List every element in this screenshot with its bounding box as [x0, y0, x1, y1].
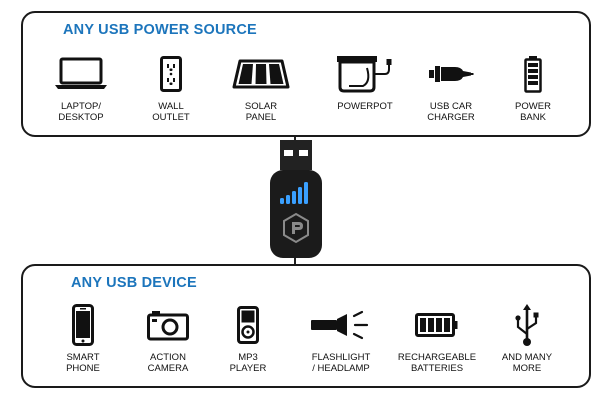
power-source-car-charger: USB CAR CHARGER — [401, 51, 501, 123]
power-source-wall-outlet: WALL OUTLET — [121, 51, 221, 123]
usb-charger-stick — [270, 140, 322, 258]
power-source-power-bank: POWER BANK — [483, 51, 583, 123]
mp3-player-icon — [237, 306, 259, 344]
usb-power-source-panel: ANY USB POWER SOURCE LAPTOP/ DESKTOP WAL… — [21, 11, 591, 137]
car-charger-icon — [429, 66, 474, 82]
device-smartphone: SMART PHONE — [33, 302, 133, 374]
device-action-camera: ACTION CAMERA — [118, 302, 218, 374]
power-source-laptop: LAPTOP/ DESKTOP — [31, 51, 131, 123]
power-bank-icon — [524, 56, 542, 93]
charge-indicator-bars — [280, 182, 308, 204]
wall-outlet-icon — [160, 56, 182, 92]
usb-device-panel: ANY USB DEVICE SMART PHONE ACTION CAMERA — [21, 264, 591, 388]
powerpot-icon — [337, 56, 392, 93]
device-rechargeable-batteries: RECHARGEABLE BATTERIES — [387, 302, 487, 374]
device-flashlight: FLASHLIGHT / HEADLAMP — [291, 302, 391, 374]
camera-icon — [147, 311, 189, 341]
usb-symbol-icon — [515, 304, 539, 346]
usb-device-title: ANY USB DEVICE — [71, 275, 197, 291]
device-and-many-more: AND MANY MORE — [477, 302, 577, 374]
laptop-icon — [55, 57, 107, 89]
solar-panel-icon — [232, 59, 290, 89]
power-source-title: ANY USB POWER SOURCE — [63, 22, 257, 38]
power-source-powerpot: POWERPOT — [315, 51, 415, 112]
battery-icon — [415, 313, 458, 337]
logo-badge-icon — [283, 212, 309, 244]
flashlight-icon — [311, 310, 369, 340]
power-source-solar-panel: SOLAR PANEL — [211, 51, 311, 123]
device-mp3-player: MP3 PLAYER — [198, 302, 298, 374]
smartphone-icon — [72, 304, 94, 346]
